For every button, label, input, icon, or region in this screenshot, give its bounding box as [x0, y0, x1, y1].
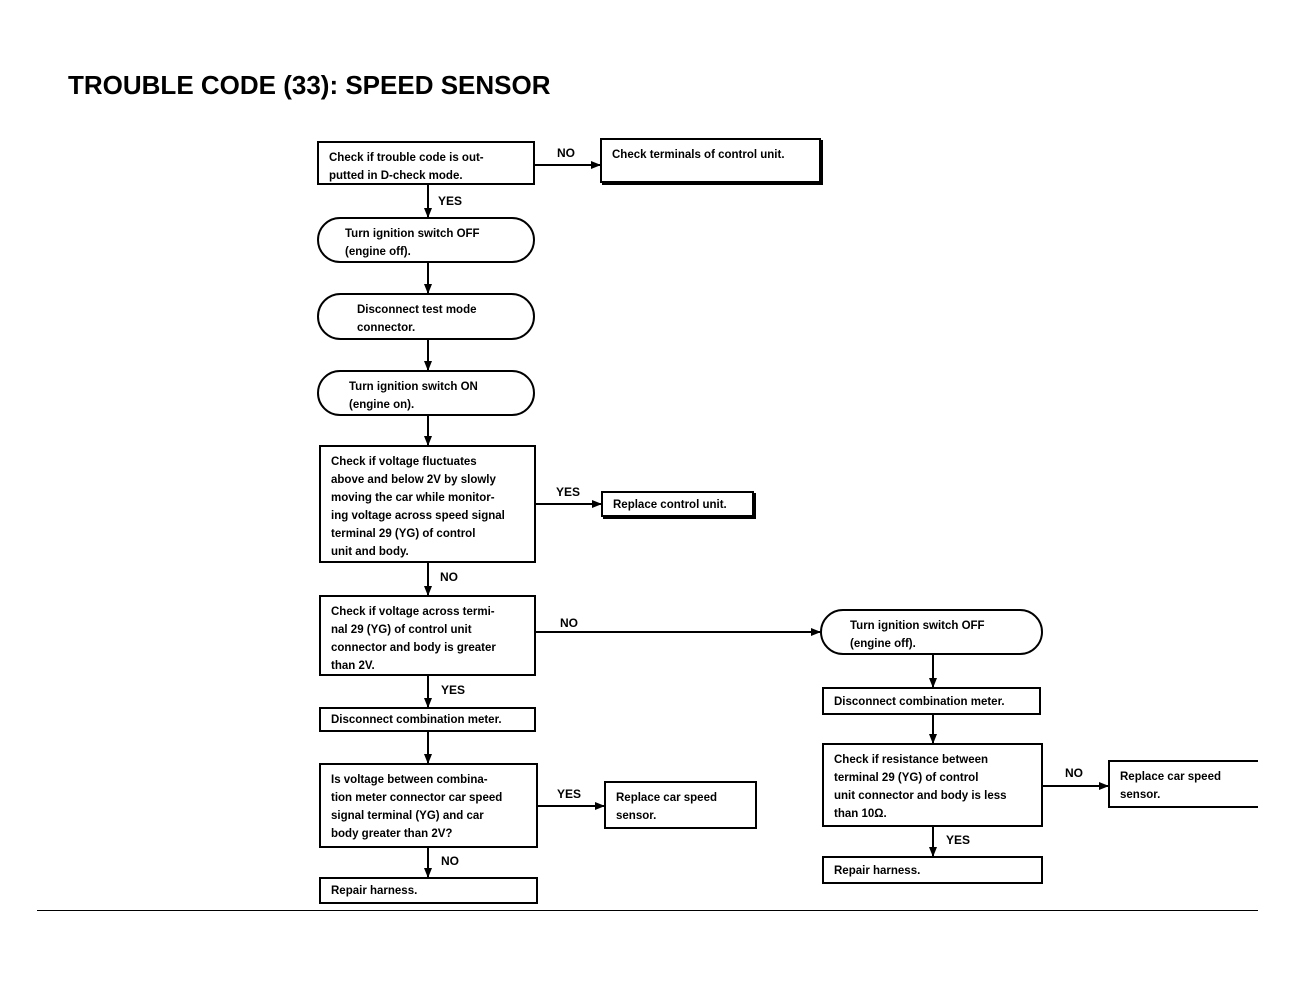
node-check-terminals: Check terminals of control unit. [600, 138, 821, 183]
node-disconnect-combination-meter: Disconnect combination meter. [319, 707, 536, 732]
edge-label-no: NO [1065, 766, 1083, 780]
node-check-voltage-terminal-29: Check if voltage across termi- nal 29 (Y… [319, 595, 536, 676]
node-voltage-combination-meter: Is voltage between combina- tion meter c… [319, 763, 538, 848]
edge-label-no: NO [557, 146, 575, 160]
edge-label-no: NO [560, 616, 578, 630]
edge-label-yes: YES [557, 787, 582, 801]
node-check-trouble-code: Check if trouble code is out- putted in … [317, 141, 535, 185]
node-repair-harness-right: Repair harness. [822, 856, 1043, 884]
node-replace-speed-sensor-right: Replace car speed sensor. [1108, 760, 1258, 808]
node-check-resistance: Check if resistance between terminal 29 … [822, 743, 1043, 827]
edge-label-yes: YES [556, 485, 581, 499]
bottom-divider [37, 910, 1258, 911]
edge-label-yes: YES [946, 833, 971, 847]
node-disconnect-test-mode: Disconnect test mode connector. [317, 293, 535, 340]
node-ignition-on: Turn ignition switch ON (engine on). [317, 370, 535, 416]
node-repair-harness: Repair harness. [319, 877, 538, 904]
page-title: TROUBLE CODE (33): SPEED SENSOR [68, 70, 551, 100]
node-disconnect-combination-meter-right: Disconnect combination meter. [822, 687, 1041, 715]
node-ignition-off: Turn ignition switch OFF (engine off). [317, 217, 535, 263]
node-ignition-off-right: Turn ignition switch OFF (engine off). [820, 609, 1043, 655]
edge-label-no: NO [441, 854, 459, 868]
edge-label-yes: YES [441, 683, 466, 697]
edge-label-no: NO [440, 570, 458, 584]
node-replace-speed-sensor: Replace car speed sensor. [604, 781, 757, 829]
node-replace-control-unit: Replace control unit. [601, 491, 754, 517]
node-check-voltage-fluctuates: Check if voltage fluctuates above and be… [319, 445, 536, 563]
edge-label-yes: YES [438, 194, 463, 208]
